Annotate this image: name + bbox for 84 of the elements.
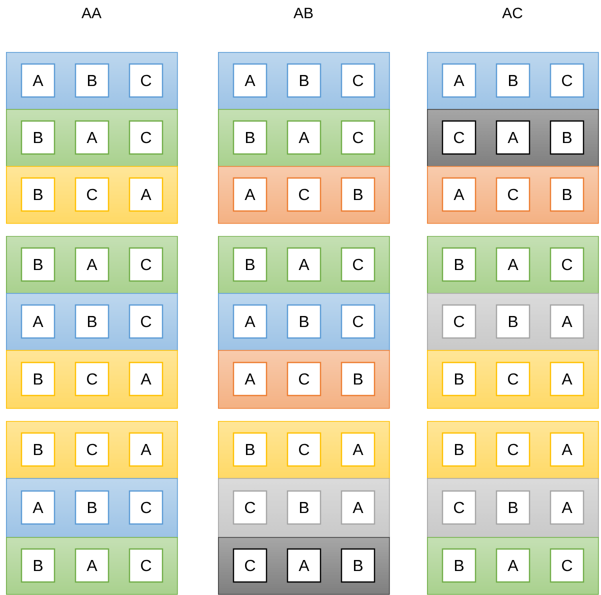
letter-box: C [340, 120, 376, 155]
letter-box: C [128, 63, 164, 98]
column-heading: AC [502, 8, 522, 18]
letter-box: C [286, 362, 322, 396]
column-heading: AB [294, 8, 313, 18]
letter-box: C [74, 432, 110, 467]
letter-box: B [232, 120, 268, 155]
letter-box: A [286, 120, 322, 155]
column-heading: AA [82, 8, 102, 18]
letter-box: C [340, 63, 376, 98]
letter-box: A [496, 120, 530, 155]
letter-box: C [496, 362, 530, 396]
letter-box: B [74, 490, 110, 525]
letter-box: B [340, 548, 376, 583]
letter-box: C [340, 304, 376, 339]
letter-box: A [20, 490, 56, 525]
letter-box: B [442, 362, 476, 396]
letter-box: B [496, 490, 530, 525]
letter-box: C [442, 490, 476, 525]
letter-box: C [128, 304, 164, 339]
letter-box: B [20, 177, 56, 212]
letter-box: C [340, 247, 376, 282]
letter-box: B [340, 177, 376, 212]
letter-box: C [128, 120, 164, 155]
letter-box: C [232, 548, 268, 583]
letter-box: C [550, 63, 584, 98]
letter-box: B [232, 247, 268, 282]
letter-box: B [20, 247, 56, 282]
letter-box: A [286, 247, 322, 282]
letter-box: B [20, 362, 56, 396]
letter-box: A [550, 362, 584, 396]
letter-box: B [286, 304, 322, 339]
letter-box: A [232, 362, 268, 396]
letter-box: C [128, 490, 164, 525]
letter-box: C [442, 120, 476, 155]
letter-box: A [340, 490, 376, 525]
letter-box: A [232, 177, 268, 212]
letter-box: C [286, 177, 322, 212]
letter-box: A [74, 120, 110, 155]
letter-box: A [20, 63, 56, 98]
letter-box: C [550, 548, 584, 583]
letter-box: B [286, 63, 322, 98]
letter-box: C [232, 490, 268, 525]
letter-box: B [442, 432, 476, 467]
letter-box: A [340, 432, 376, 467]
letter-box: B [496, 304, 530, 339]
letter-box: B [550, 177, 584, 212]
letter-box: A [232, 304, 268, 339]
letter-box: A [74, 548, 110, 583]
letter-box: B [232, 432, 268, 467]
letter-box: C [496, 432, 530, 467]
letter-box: A [20, 304, 56, 339]
letter-box: C [496, 177, 530, 212]
letter-box: A [496, 548, 530, 583]
letter-box: A [128, 362, 164, 396]
letter-box: B [74, 304, 110, 339]
letter-box: C [74, 177, 110, 212]
letter-box: C [442, 304, 476, 339]
letter-box: A [550, 490, 584, 525]
letter-box: C [286, 432, 322, 467]
letter-box: B [286, 490, 322, 525]
letter-box: A [232, 63, 268, 98]
letter-box: C [74, 362, 110, 396]
letter-box: A [128, 177, 164, 212]
letter-box: B [442, 548, 476, 583]
letter-box: A [550, 304, 584, 339]
letter-box: B [442, 247, 476, 282]
letter-box: C [550, 247, 584, 282]
letter-box: B [550, 120, 584, 155]
letter-box: A [550, 432, 584, 467]
letter-box: B [74, 63, 110, 98]
letter-box: B [340, 362, 376, 396]
letter-box: A [74, 247, 110, 282]
letter-box: A [442, 177, 476, 212]
letter-box: B [20, 120, 56, 155]
letter-box: A [496, 247, 530, 282]
letter-box: C [128, 247, 164, 282]
letter-box: B [20, 432, 56, 467]
letter-box: A [128, 432, 164, 467]
letter-box: A [442, 63, 476, 98]
letter-box: B [20, 548, 56, 583]
letter-box: B [496, 63, 530, 98]
letter-box: C [128, 548, 164, 583]
letter-box: A [286, 548, 322, 583]
